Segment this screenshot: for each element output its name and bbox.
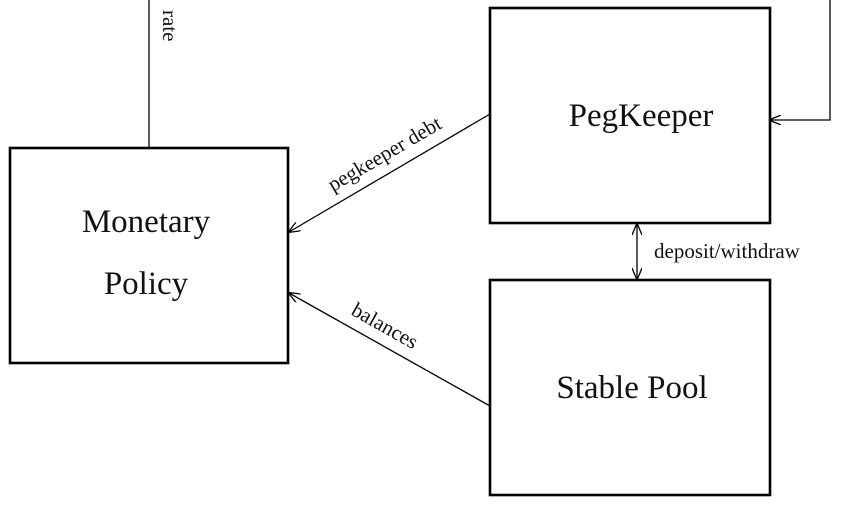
deposit-withdraw-label: deposit/withdraw: [654, 239, 801, 263]
pegkeeper-label: PegKeeper: [569, 98, 714, 134]
balances-edge: [289, 293, 491, 407]
pegkeeper-node: PegKeeper: [488, 6, 772, 225]
monetary-policy-box: [8, 146, 290, 365]
monetary-policy-label-line1: Monetary: [82, 204, 211, 240]
pegkeeper-box: [488, 6, 772, 225]
stable-pool-node: Stable Pool: [488, 278, 772, 497]
monetary-policy-node: Monetary Policy: [8, 146, 290, 365]
stable-pool-label: Stable Pool: [556, 370, 707, 406]
stable-pool-box: [488, 278, 772, 497]
balances-label: balances: [348, 297, 423, 353]
monetary-policy-label-line2: Policy: [104, 266, 189, 302]
pegkeeper-feedback-edge: [770, 0, 831, 120]
rate-edge-label: rate: [158, 10, 182, 41]
pegkeeper-debt-edge: [289, 113, 491, 232]
pegkeeper-debt-label: pegkeeper debt: [323, 111, 445, 196]
